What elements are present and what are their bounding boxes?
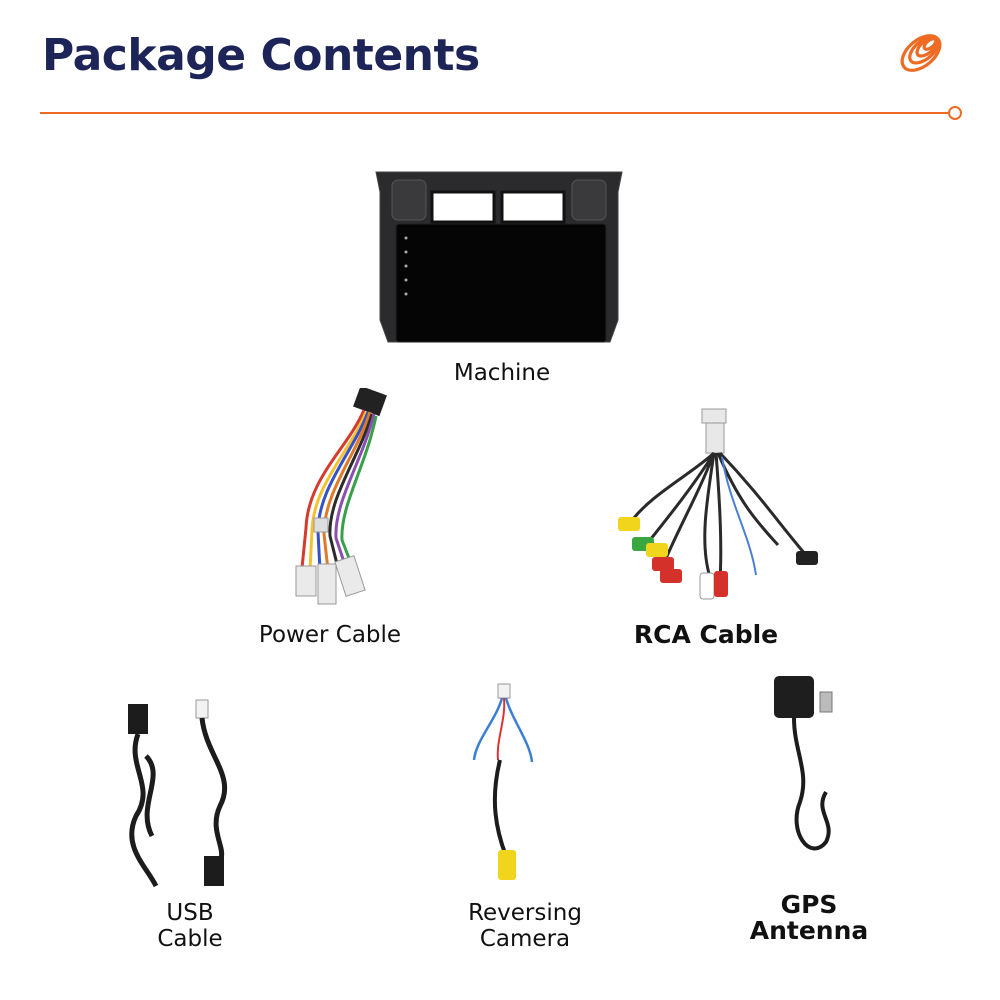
item-label-rca-cable: RCA Cable (633, 620, 779, 649)
usb-label-line2: Cable (157, 926, 223, 952)
gps-antenna-image (774, 676, 833, 851)
item-label-gps-antenna: GPS Antenna (724, 892, 894, 944)
header-divider (40, 112, 954, 114)
gps-label-line2: Antenna (749, 916, 869, 945)
gps-label-line1: GPS (780, 890, 838, 919)
item-label-power-cable: Power Cable (258, 622, 402, 648)
divider-end-circle-icon (948, 106, 962, 120)
power-wiring-harness-image (295, 388, 387, 605)
usb-cables-image (128, 699, 228, 888)
orange-coil-logo-icon (900, 34, 942, 72)
reversing-camera-cable-image (472, 683, 534, 880)
item-label-usb-cable: USB Cable (130, 900, 250, 952)
rca-cable-bundle-image (618, 408, 818, 600)
reversing-label-line1: Reversing (468, 900, 582, 926)
car-stereo-unit-image (375, 171, 623, 343)
page-title: Package Contents (42, 30, 480, 81)
item-label-machine: Machine (453, 360, 551, 386)
usb-label-line1: USB (166, 900, 214, 926)
reversing-label-line2: Camera (479, 926, 571, 952)
item-label-reversing-camera: Reversing Camera (440, 900, 610, 952)
